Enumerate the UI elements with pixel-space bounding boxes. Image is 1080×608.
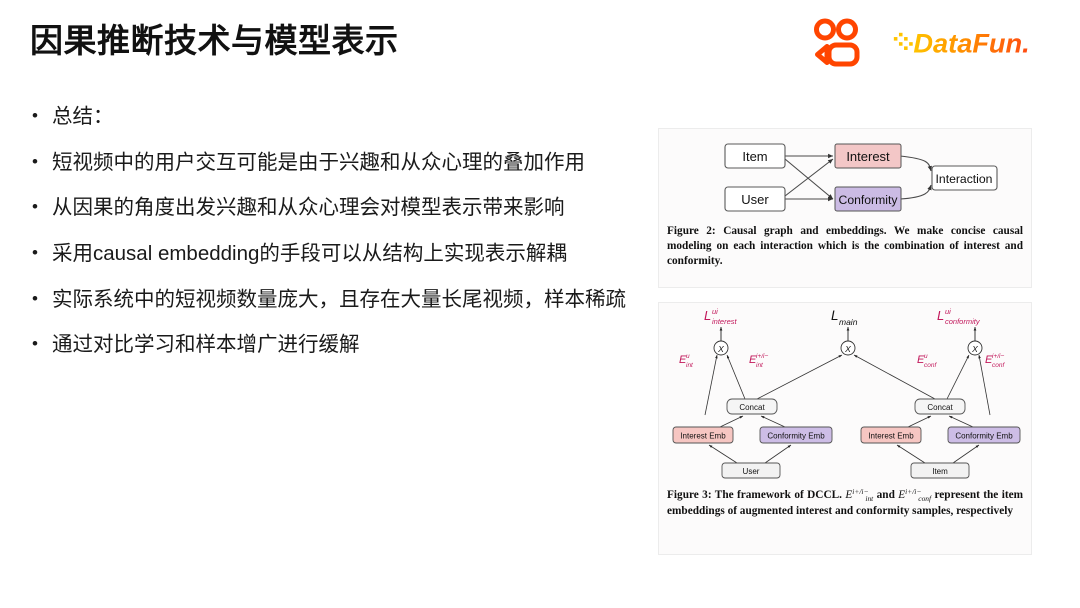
bullet-text: 短视频中的用户交互可能是由于兴趣和从众心理的叠加作用 bbox=[52, 150, 585, 174]
svg-text:i+/i−: i+/i− bbox=[756, 353, 768, 360]
node-concat-left-label: Concat bbox=[739, 403, 765, 412]
node-concat-right-label: Concat bbox=[927, 403, 953, 412]
embedding-e-int-ipm-label: E i+/i− int bbox=[749, 353, 768, 369]
bullet-marker: • bbox=[32, 288, 38, 308]
svg-text:conformity: conformity bbox=[945, 317, 981, 326]
node-conformity: Conformity bbox=[834, 186, 902, 212]
list-item: • 总结： bbox=[32, 104, 644, 131]
svg-text:L: L bbox=[937, 308, 944, 323]
svg-text:E: E bbox=[679, 354, 687, 366]
figure-3-caption-symbol-eint: Ei+/i−int bbox=[845, 487, 874, 504]
list-item: • 从因果的角度出发兴趣和从众心理会对模型表示带来影响 bbox=[32, 195, 644, 222]
node-interest-emb-left: Interest Emb bbox=[672, 426, 734, 444]
operator-symbol: X bbox=[971, 344, 978, 354]
bullet-text: 采用causal embedding的手段可以从结构上实现表示解耦 bbox=[52, 241, 567, 265]
svg-text:conf: conf bbox=[924, 362, 937, 369]
svg-text:u: u bbox=[924, 353, 928, 360]
svg-text:int: int bbox=[756, 362, 764, 369]
bullet-marker: • bbox=[32, 197, 38, 217]
bullet-marker: • bbox=[32, 151, 38, 171]
list-item: • 短视频中的用户交互可能是由于兴趣和从众心理的叠加作用 bbox=[32, 150, 644, 177]
svg-text:int: int bbox=[686, 362, 694, 369]
figure-3-caption-part2: represent the item embeddings of augment… bbox=[667, 489, 1024, 517]
list-item: • 采用causal embedding的手段可以从结构上实现表示解耦 bbox=[32, 241, 644, 268]
operator-symbol: X bbox=[844, 344, 851, 354]
bullet-text: 从因果的角度出发兴趣和从众心理会对模型表示带来影响 bbox=[52, 196, 565, 220]
node-concat-left: Concat bbox=[726, 398, 778, 415]
node-user: User bbox=[724, 186, 786, 212]
figure-2-caption-prefix: Figure 2: bbox=[667, 225, 716, 237]
node-item: Item bbox=[724, 143, 786, 169]
node-conformity-emb-right: Conformity Emb bbox=[947, 426, 1021, 444]
svg-text:i+/i−: i+/i− bbox=[992, 353, 1004, 360]
datafun-logo: DataFun. bbox=[893, 27, 1030, 58]
node-interaction: Interaction bbox=[931, 165, 998, 191]
datafun-wordmark-text: DataFun. bbox=[913, 27, 1029, 58]
node-user-label: User bbox=[743, 467, 760, 476]
svg-text:E: E bbox=[985, 354, 993, 366]
bullet-marker: • bbox=[32, 242, 38, 262]
figure-2-panel: Item User Interest Conformity Interactio… bbox=[658, 128, 1032, 288]
embedding-e-int-u-label: E u int bbox=[679, 353, 694, 369]
svg-text:conf: conf bbox=[992, 362, 1005, 369]
node-conformity-emb-left: Conformity Emb bbox=[759, 426, 833, 444]
node-interest-label: Interest bbox=[846, 149, 890, 164]
node-item-label: Item bbox=[742, 149, 767, 164]
figure-3-panel: L ui interest L main L ui conformity bbox=[658, 302, 1032, 555]
operator-node: X bbox=[840, 340, 856, 356]
embedding-e-conf-ipm-label: E i+/i− conf bbox=[985, 353, 1005, 369]
node-user: User bbox=[721, 462, 781, 479]
svg-text:ui: ui bbox=[712, 307, 718, 316]
bullet-text: 通过对比学习和样本增广进行缓解 bbox=[52, 333, 360, 357]
node-interaction-label: Interaction bbox=[936, 172, 993, 186]
svg-text:E: E bbox=[749, 354, 757, 366]
figure-3-caption-symbol-econf: Ei+/i−conf bbox=[898, 487, 932, 504]
figure-3-dccl-framework: L ui interest L main L ui conformity bbox=[672, 307, 1021, 479]
loss-main-label: L main bbox=[831, 308, 858, 327]
operator-node: X bbox=[967, 340, 983, 356]
list-item: • 实际系统中的短视频数量庞大，且存在大量长尾视频，样本稀疏 bbox=[32, 287, 644, 314]
svg-text:interest: interest bbox=[712, 317, 738, 326]
figure-3-caption-and: and bbox=[876, 489, 895, 502]
figure-3-caption: Figure 3: The framework of DCCL. Ei+/i−i… bbox=[659, 487, 1031, 519]
bullet-text: 总结： bbox=[52, 105, 114, 128]
loss-conformity-label: L ui conformity bbox=[937, 307, 981, 326]
svg-text:ui: ui bbox=[945, 307, 951, 316]
bullet-list: • 总结： • 短视频中的用户交互可能是由于兴趣和从众心理的叠加作用 • 从因果… bbox=[32, 104, 644, 378]
svg-text:L: L bbox=[831, 308, 839, 323]
figure-2-causal-graph: Item User Interest Conformity Interactio… bbox=[724, 143, 998, 212]
svg-text:L: L bbox=[704, 308, 711, 323]
figure-2-caption-text: Causal graph and embeddings. We make con… bbox=[667, 225, 1024, 268]
figure-2-caption: Figure 2: Causal graph and embeddings. W… bbox=[659, 224, 1031, 269]
operator-node: X bbox=[713, 340, 729, 356]
figure-3-caption-prefix: Figure 3: bbox=[667, 489, 712, 502]
embedding-e-conf-u-label: E u conf bbox=[917, 353, 937, 369]
node-interest: Interest bbox=[834, 143, 902, 169]
svg-text:u: u bbox=[686, 353, 690, 360]
node-conformity-emb-right-label: Conformity Emb bbox=[955, 432, 1013, 441]
operator-symbol: X bbox=[717, 344, 724, 354]
page-title: 因果推断技术与模型表示 bbox=[30, 22, 399, 59]
list-item: • 通过对比学习和样本增广进行缓解 bbox=[32, 332, 644, 359]
node-interest-emb-right-label: Interest Emb bbox=[868, 432, 914, 441]
svg-text:main: main bbox=[839, 317, 858, 327]
node-conformity-emb-left-label: Conformity Emb bbox=[767, 432, 825, 441]
bullet-marker: • bbox=[32, 334, 38, 354]
bullet-marker: • bbox=[32, 106, 38, 125]
loss-interest-label: L ui interest bbox=[704, 307, 738, 326]
bullet-text: 实际系统中的短视频数量庞大，且存在大量长尾视频，样本稀疏 bbox=[52, 287, 626, 311]
kuaishou-logo bbox=[814, 18, 860, 67]
node-item: Item bbox=[910, 462, 970, 479]
figure-3-caption-part1: The framework of DCCL. bbox=[714, 489, 842, 502]
node-interest-emb-left-label: Interest Emb bbox=[680, 432, 726, 441]
node-concat-right: Concat bbox=[914, 398, 966, 415]
node-user-label: User bbox=[741, 192, 769, 207]
svg-text:E: E bbox=[917, 354, 925, 366]
node-conformity-label: Conformity bbox=[839, 193, 899, 207]
node-interest-emb-right: Interest Emb bbox=[860, 426, 922, 444]
node-item-label: Item bbox=[932, 467, 948, 476]
logo-area: DataFun. bbox=[812, 18, 1066, 68]
